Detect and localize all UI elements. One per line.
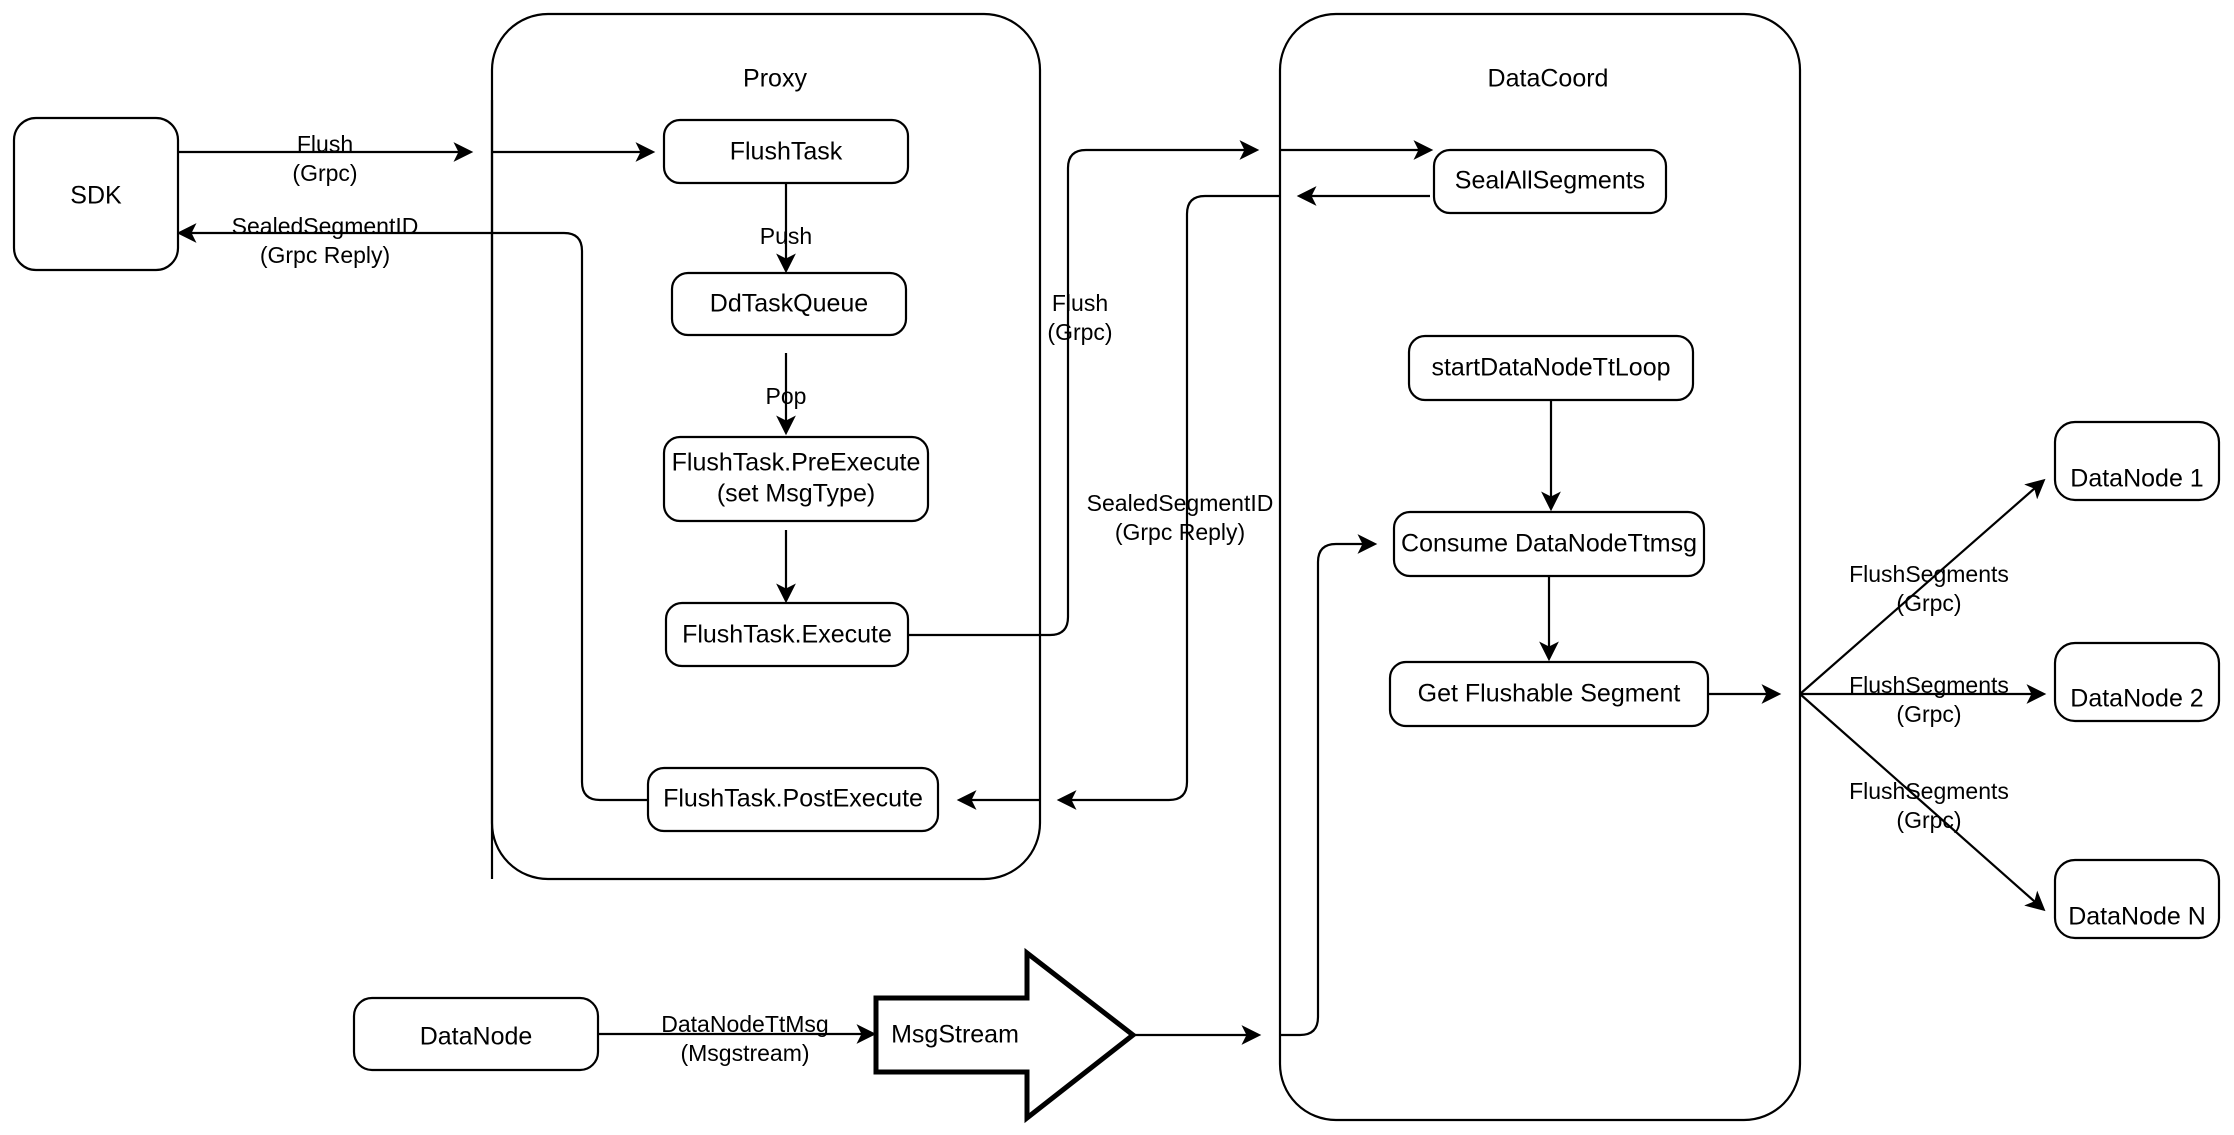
node-flushtask-label: FlushTask: [730, 138, 843, 166]
node-datanode-n-label: DataNode N: [2068, 903, 2206, 931]
node-startdatanodettloop-label: startDataNodeTtLoop: [1431, 354, 1670, 382]
edge-label-coord-to-proxy-line1: SealedSegmentID: [1087, 490, 1274, 516]
node-flushtask-postexecute: [646, 766, 940, 833]
edge-label-proxy-to-coord-flush-line2: (Grpc): [1047, 319, 1112, 345]
edge-execute-to-datacoord: [908, 140, 1260, 637]
node-datanode-2-label: DataNode 2: [2070, 685, 2203, 713]
datacoord-container-title: DataCoord: [1488, 65, 1609, 93]
node-sealallsegments: [1432, 148, 1668, 215]
edge-label-sealedsegmentid-reply-line2: (Grpc Reply): [260, 242, 390, 268]
edge-datacoord-boundary-to-consume: [1280, 534, 1378, 1037]
edge-hub-to-datanode-n: [1799, 693, 2046, 912]
edge-label-datanodettmsg-line1: DataNodeTtMsg: [661, 1011, 828, 1037]
node-flushtask-preexecute-label-line1: FlushTask.PreExecute: [672, 449, 921, 477]
edge-label-coord-to-proxy-line2: (Grpc Reply): [1115, 519, 1245, 545]
edge-label-flushsegments-2-line2: (Grpc): [1896, 701, 1961, 727]
node-datanode-n: [2053, 858, 2221, 940]
node-datanode-1: [2053, 420, 2221, 502]
edge-hub-to-datanode-1: [1799, 478, 2046, 695]
edge-label-proxy-to-coord-flush-line1: Flush: [1052, 290, 1108, 316]
node-sealallsegments-label: SealAllSegments: [1455, 167, 1645, 195]
node-flushtask-preexecute-label-line2: (set MsgType): [717, 480, 875, 508]
edge-postexecute-to-reply-rail: [450, 231, 648, 802]
edge-datacoord-to-postexecute: [1056, 194, 1280, 810]
edge-label-flushsegments-2-line1: FlushSegments: [1849, 672, 2009, 698]
edge-label-pop: Pop: [766, 383, 807, 409]
edge-label-flush-grpc-line1: Flush: [297, 131, 353, 157]
node-get-flushable-segment-label: Get Flushable Segment: [1418, 680, 1681, 708]
node-msgstream-label: MsgStream: [891, 1021, 1019, 1049]
edge-label-sealedsegmentid-reply-line1: SealedSegmentID: [232, 213, 419, 239]
edge-label-push: Push: [760, 223, 812, 249]
node-ddtaskqueue: [670, 271, 908, 337]
node-datanode-1-label: DataNode 1: [2070, 465, 2203, 493]
node-ddtaskqueue-label: DdTaskQueue: [710, 290, 868, 318]
node-flushtask-execute-label: FlushTask.Execute: [682, 621, 892, 649]
node-flushtask-postexecute-label: FlushTask.PostExecute: [663, 785, 923, 813]
node-datanode-source-label: DataNode: [420, 1023, 533, 1051]
node-flushtask-preexecute: [662, 435, 930, 523]
edge-label-flushsegments-n-line2: (Grpc): [1896, 807, 1961, 833]
edge-label-flushsegments-1-line1: FlushSegments: [1849, 561, 2009, 587]
node-consume-datanodettmsg-label: Consume DataNodeTtmsg: [1401, 530, 1697, 558]
node-sdk-label: SDK: [70, 182, 122, 210]
edge-label-flush-grpc-line2: (Grpc): [292, 160, 357, 186]
edge-label-flushsegments-1-line2: (Grpc): [1896, 590, 1961, 616]
edge-label-datanodettmsg-line2: (Msgstream): [680, 1040, 809, 1066]
datacoord-container: [1278, 12, 1802, 1122]
proxy-container-title: Proxy: [743, 65, 807, 93]
edge-label-flushsegments-n-line1: FlushSegments: [1849, 778, 2009, 804]
node-flushtask: [662, 118, 910, 185]
node-sdk: [12, 116, 180, 272]
node-msgstream: [873, 947, 1138, 1124]
node-datanode-2: [2053, 641, 2221, 723]
